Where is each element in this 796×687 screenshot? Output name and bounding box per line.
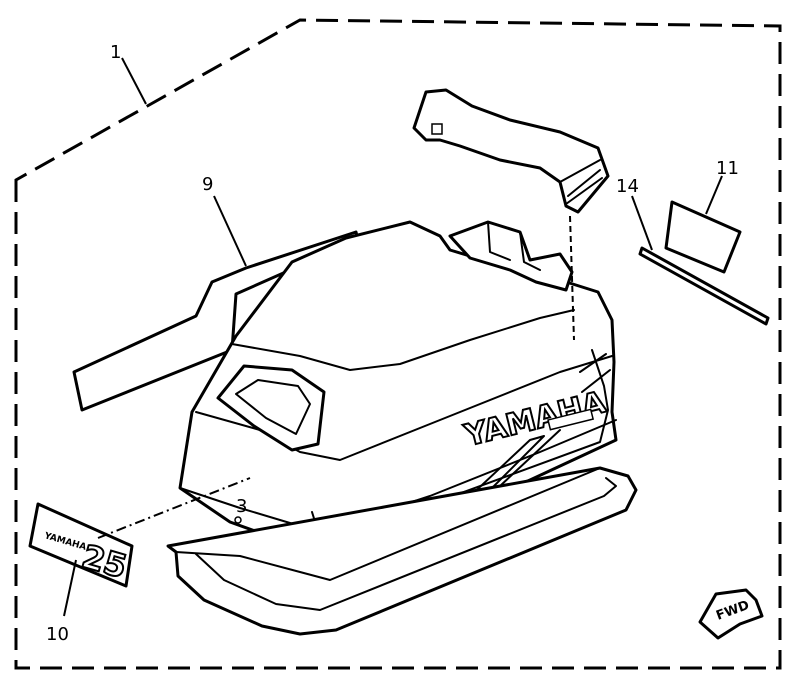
leader-11 xyxy=(705,175,723,215)
air-intake-inner xyxy=(235,379,311,435)
part-14-strip xyxy=(638,246,770,326)
mark-3: 3 xyxy=(236,496,247,517)
top-lid-ribs xyxy=(559,159,603,205)
decal-10: YAMAHA 25 xyxy=(28,502,134,588)
assembly-boundary xyxy=(14,18,782,670)
leader-1 xyxy=(121,57,147,105)
side-stripes xyxy=(465,353,611,501)
cowling-top-crease xyxy=(231,309,575,371)
callout-14: 14 xyxy=(616,176,639,197)
mark-9-hole xyxy=(234,516,242,524)
leader-9 xyxy=(213,195,247,267)
rear-grip xyxy=(448,220,574,292)
bottom-seal-inner xyxy=(195,477,617,611)
leader-10 xyxy=(63,559,77,617)
fwd-marker: FWD xyxy=(698,588,764,640)
rear-grip-detail xyxy=(487,221,541,271)
decal-10-link xyxy=(97,477,251,539)
leader-14 xyxy=(631,195,653,251)
callout-11: 11 xyxy=(716,158,739,179)
bottom-seal-lip xyxy=(175,467,601,581)
lid-dashed-link xyxy=(569,215,575,341)
decal-11 xyxy=(664,200,742,274)
lid-bolt xyxy=(431,123,443,135)
cowl-sub-badge xyxy=(547,408,595,431)
callout-10: 10 xyxy=(46,624,69,645)
callout-1: 1 xyxy=(110,42,121,63)
callout-9: 9 xyxy=(202,174,213,195)
